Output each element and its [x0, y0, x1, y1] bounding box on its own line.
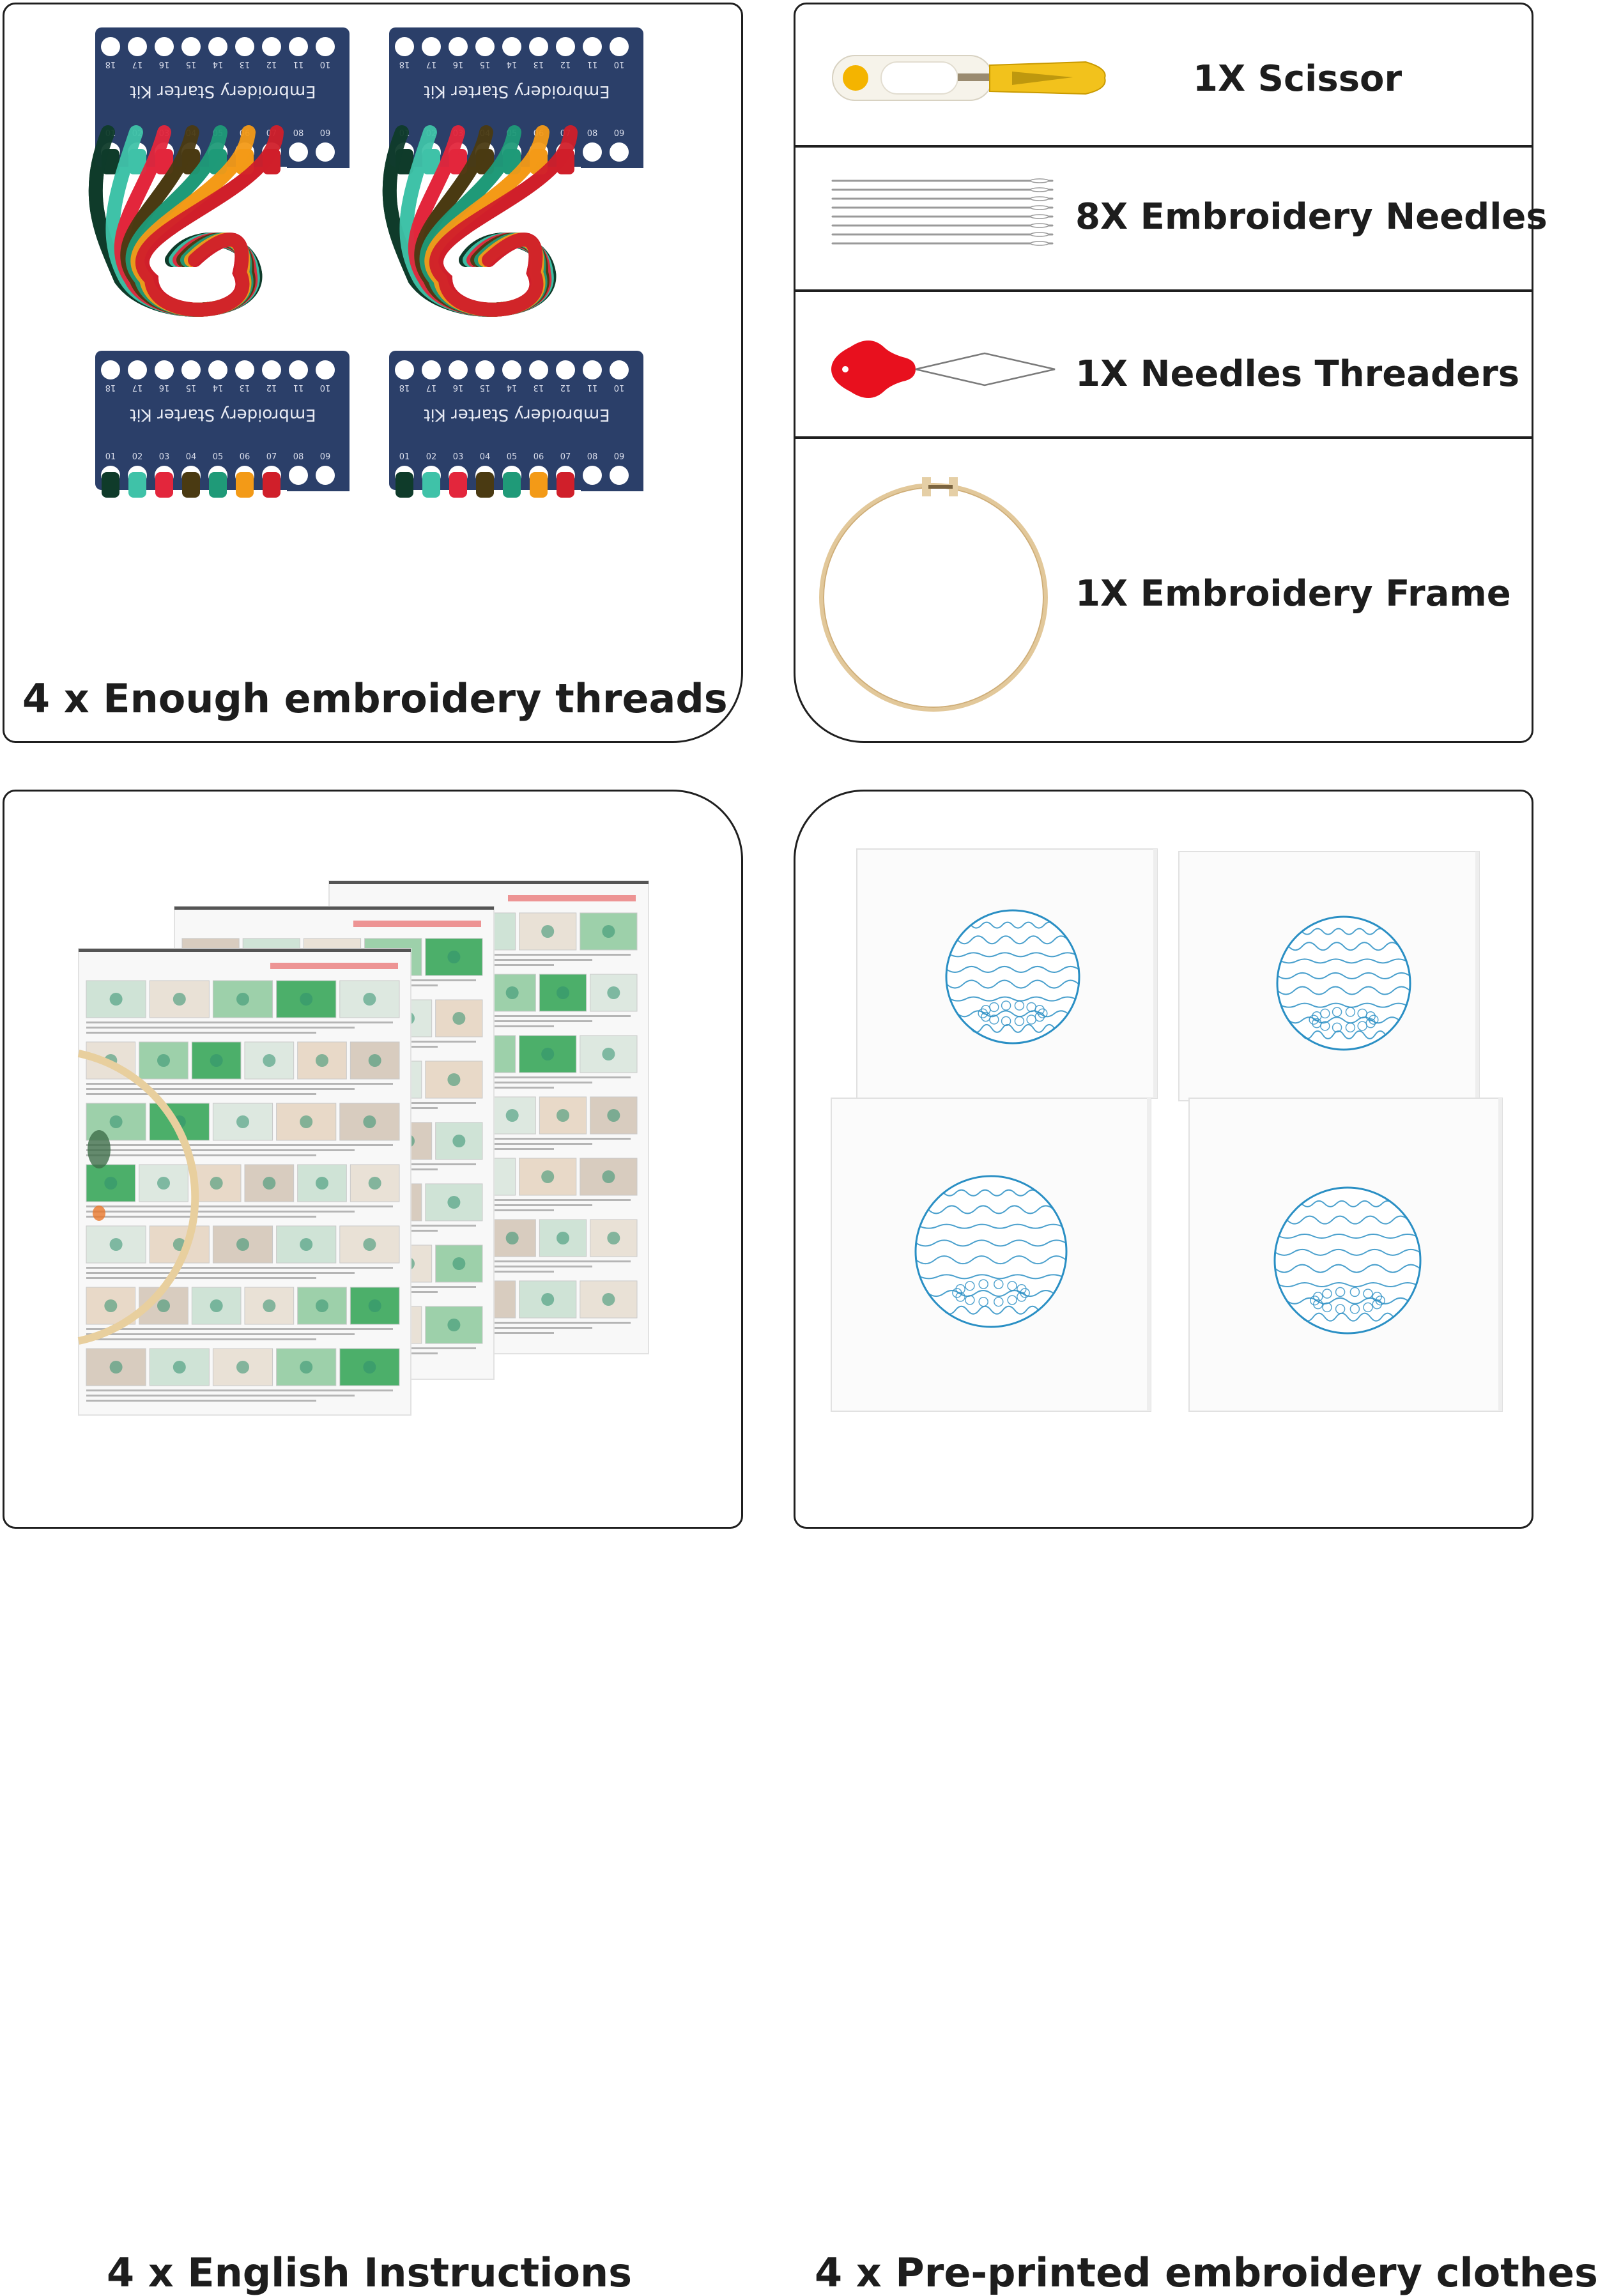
instruction-sheets-illustration	[77, 880, 649, 1416]
hoop-label: 1X Embroidery Frame	[1075, 573, 1511, 615]
row-divider	[795, 436, 1532, 439]
hole-number: 07	[266, 452, 277, 462]
hole-number: 09	[320, 129, 331, 139]
hole-number: 11	[293, 383, 304, 392]
hole-number: 10	[320, 383, 331, 392]
hole-number: 09	[614, 129, 625, 139]
scissor-label: 1X Scissor	[1193, 58, 1402, 100]
hole-number: 16	[159, 383, 170, 392]
hole-number: 08	[587, 452, 598, 462]
hole-number: 15	[480, 59, 491, 69]
hole-number: 18	[399, 383, 410, 392]
instruction-sheet	[78, 948, 411, 1416]
hole-number: 16	[159, 59, 170, 69]
hole-number: 15	[480, 383, 491, 392]
hole-number: 10	[614, 383, 625, 392]
hole-number: 08	[587, 129, 598, 139]
hole-number: 12	[266, 383, 277, 392]
hole-number: 02	[132, 452, 143, 462]
hole-number: 17	[132, 59, 143, 69]
hole-number: 10	[614, 59, 625, 69]
scissor-icon	[832, 55, 1106, 101]
threader-icon	[831, 341, 1056, 398]
hole-number: 05	[213, 452, 224, 462]
hole-number: 03	[159, 452, 170, 462]
preprinted-clothes-illustration	[831, 848, 1503, 1412]
hole-number: 09	[614, 452, 625, 462]
hole-number: 06	[534, 452, 544, 462]
threader-label: 1X Needles Threaders	[1075, 353, 1520, 395]
hole-number: 12	[560, 383, 571, 392]
hole-number: 17	[426, 383, 437, 392]
card-title: Embroidery Starter Kit	[130, 405, 316, 424]
threads-caption: 4 x Enough embroidery threads	[22, 675, 728, 722]
hole-number: 18	[105, 59, 116, 69]
hole-number: 06	[240, 452, 250, 462]
hole-number: 17	[426, 59, 437, 69]
hole-number: 09	[320, 452, 331, 462]
card-title: Embroidery Starter Kit	[130, 82, 316, 101]
hole-number: 08	[293, 129, 304, 139]
row-divider	[795, 289, 1532, 292]
hole-number: 11	[587, 59, 598, 69]
hole-number: 05	[507, 452, 518, 462]
needles-icon	[831, 178, 1054, 246]
hole-number: 16	[453, 383, 464, 392]
hole-number: 12	[266, 59, 277, 69]
tools-panel: 1X Scissor 8X Embroidery Needles 1X Need…	[794, 3, 1548, 743]
card-title: Embroidery Starter Kit	[424, 82, 610, 101]
hole-number: 18	[105, 383, 116, 392]
hole-number: 13	[534, 383, 544, 392]
hole-number: 01	[105, 452, 116, 462]
hole-number: 11	[293, 59, 304, 69]
hole-number: 07	[560, 452, 571, 462]
hole-number: 08	[293, 452, 304, 462]
clothes-caption: 4 x Pre-printed embroidery clothes	[815, 2249, 1598, 2296]
hole-number: 16	[453, 59, 464, 69]
hole-number: 12	[560, 59, 571, 69]
hole-number: 02	[426, 452, 437, 462]
hole-number: 13	[534, 59, 544, 69]
hole-number: 04	[480, 452, 491, 462]
hole-number: 17	[132, 383, 143, 392]
hole-number: 11	[587, 383, 598, 392]
hole-number: 14	[213, 383, 224, 392]
hole-number: 15	[186, 59, 197, 69]
printed-pattern	[945, 909, 1080, 1045]
card-title: Embroidery Starter Kit	[424, 405, 610, 424]
hole-number: 14	[507, 59, 518, 69]
printed-pattern	[1273, 1186, 1422, 1335]
hole-number: 01	[399, 452, 410, 462]
instructions-caption: 4 x English Instructions	[107, 2249, 633, 2296]
clothes-panel: 4 x Pre-printed embroidery clothes	[794, 790, 1598, 2296]
hole-number: 13	[240, 383, 250, 392]
row-divider	[795, 145, 1532, 148]
hoop-icon	[819, 477, 1048, 712]
instructions-panel: 4 x English Instructions	[3, 790, 743, 2296]
hole-number: 04	[186, 452, 197, 462]
printed-pattern	[914, 1175, 1068, 1328]
hole-number: 13	[240, 59, 250, 69]
hole-number: 03	[453, 452, 464, 462]
hole-number: 14	[213, 59, 224, 69]
needles-label: 8X Embroidery Needles	[1075, 196, 1548, 238]
hole-number: 10	[320, 59, 331, 69]
hole-number: 14	[507, 383, 518, 392]
hole-number: 15	[186, 383, 197, 392]
printed-pattern	[1276, 915, 1411, 1051]
hole-number: 18	[399, 59, 410, 69]
